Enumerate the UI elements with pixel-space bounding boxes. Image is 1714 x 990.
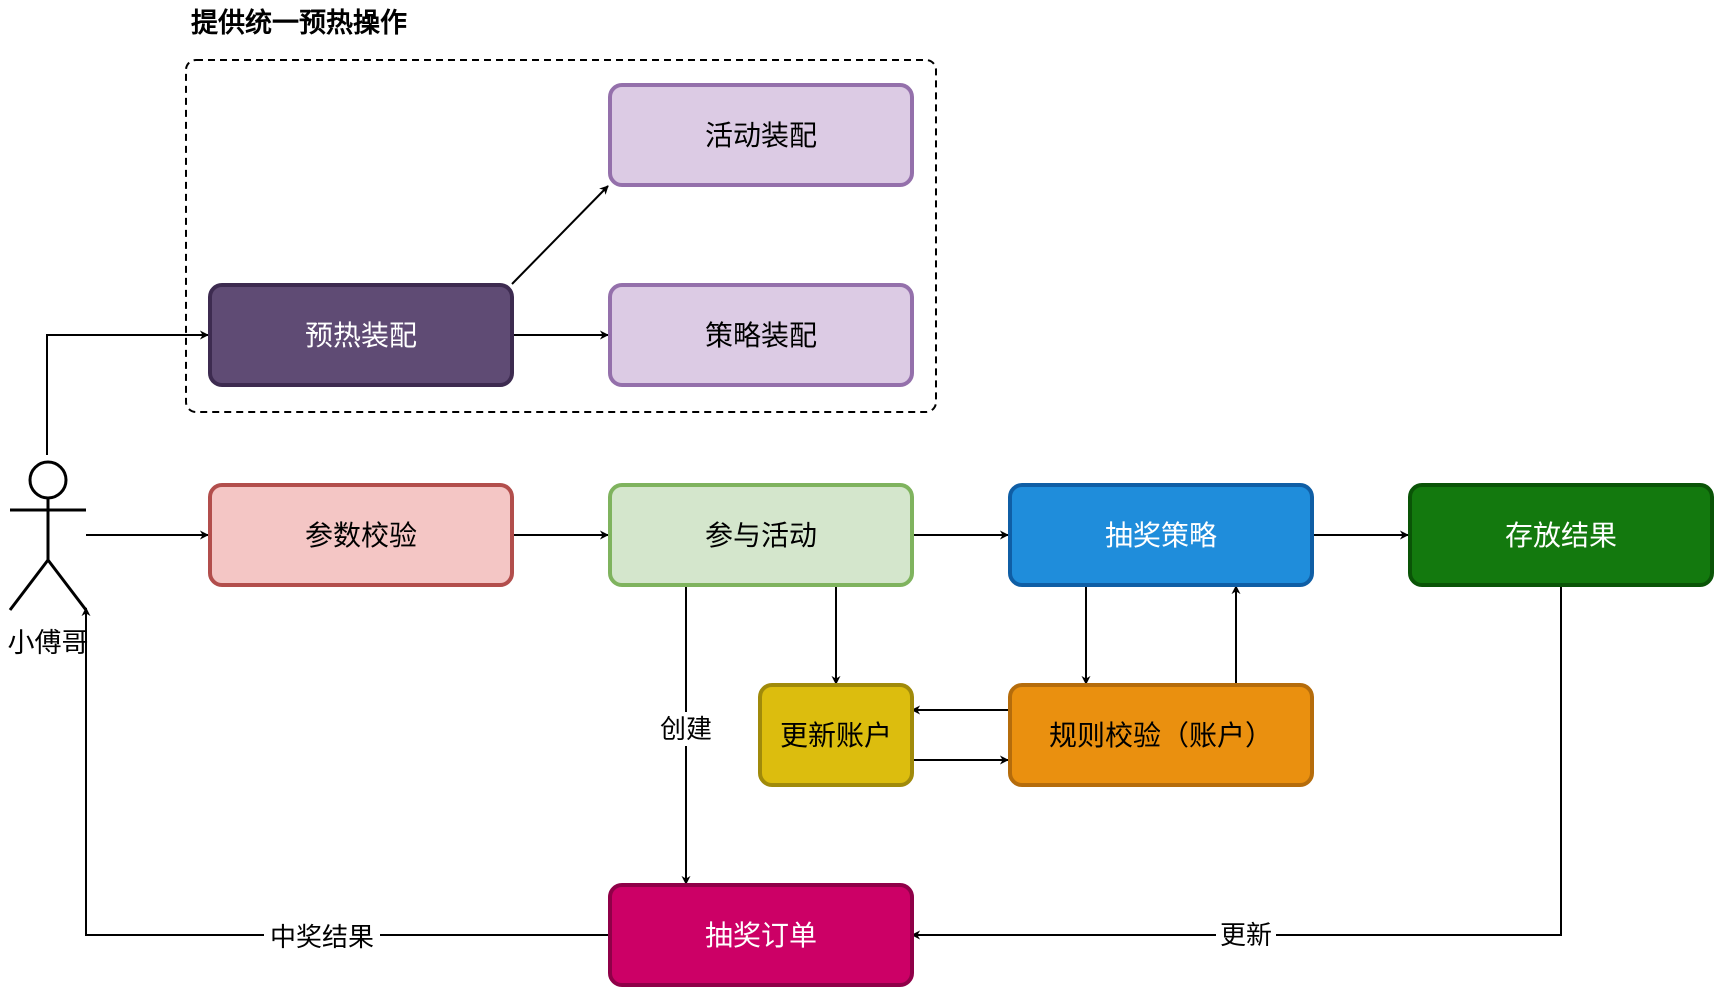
node-draw-order: 抽奖订单 (608, 883, 914, 987)
node-draw-strategy-box (1008, 483, 1314, 587)
node-activity-assembly: 活动装配 (608, 83, 914, 187)
node-update-account: 更新账户 (758, 683, 914, 787)
edge-preheat-to-activity (511, 185, 609, 285)
node-join-activity-box (608, 483, 914, 587)
node-store-result-label: 存放结果 (1505, 519, 1617, 552)
edge-labels: 创建 更新 中奖结果 (264, 712, 1276, 954)
node-param-check-box (208, 483, 514, 587)
node-draw-order-box (608, 883, 914, 987)
node-activity-assembly-box (608, 83, 914, 187)
actor (8, 460, 88, 611)
edge-actor-to-preheat (46, 330, 209, 455)
node-strategy-assembly-box (608, 283, 914, 387)
node-preheat-assembly-label: 预热装配 (305, 319, 417, 352)
node-draw-order-label: 抽奖订单 (705, 919, 817, 952)
actor-label: 小傅哥 (8, 628, 89, 659)
edge-label-update: 更新 (1220, 921, 1272, 951)
edge-order-to-actor (81, 607, 608, 936)
node-join-activity: 参与活动 (608, 483, 914, 587)
node-draw-strategy: 抽奖策略 (1008, 483, 1314, 587)
edge-store-to-order (911, 586, 1562, 940)
node-preheat-assembly-box (208, 283, 514, 387)
node-rule-check-box (1008, 683, 1314, 787)
node-update-account-label: 更新账户 (780, 719, 892, 752)
node-rule-check-label: 规则校验（账户） (1049, 719, 1273, 752)
node-update-account-box (758, 683, 914, 787)
node-store-result: 存放结果 (1408, 483, 1714, 587)
edge-label-create: 创建 (660, 715, 712, 745)
node-param-check: 参数校验 (208, 483, 514, 587)
group-border (185, 59, 937, 413)
node-join-activity-label: 参与活动 (705, 519, 817, 552)
node-strategy-assembly-label: 策略装配 (705, 319, 817, 352)
node-strategy-assembly: 策略装配 (608, 283, 914, 387)
edge-label-bg-create (656, 712, 716, 746)
edge-label-prize-result: 中奖结果 (270, 923, 374, 953)
node-preheat-assembly: 预热装配 (208, 283, 514, 387)
edge-label-bg-prize-result (264, 920, 380, 954)
edge-label-bg-update (1216, 918, 1276, 952)
group-title: 提供统一预热操作 (191, 7, 407, 39)
actor-legs (8, 559, 88, 611)
node-store-result-box (1408, 483, 1714, 587)
node-param-check-label: 参数校验 (305, 519, 417, 552)
node-draw-strategy-label: 抽奖策略 (1105, 519, 1217, 552)
node-rule-check: 规则校验（账户） (1008, 683, 1314, 787)
node-activity-assembly-label: 活动装配 (705, 119, 817, 152)
preheat-group: 提供统一预热操作 (185, 7, 937, 413)
actor-head (28, 460, 68, 500)
